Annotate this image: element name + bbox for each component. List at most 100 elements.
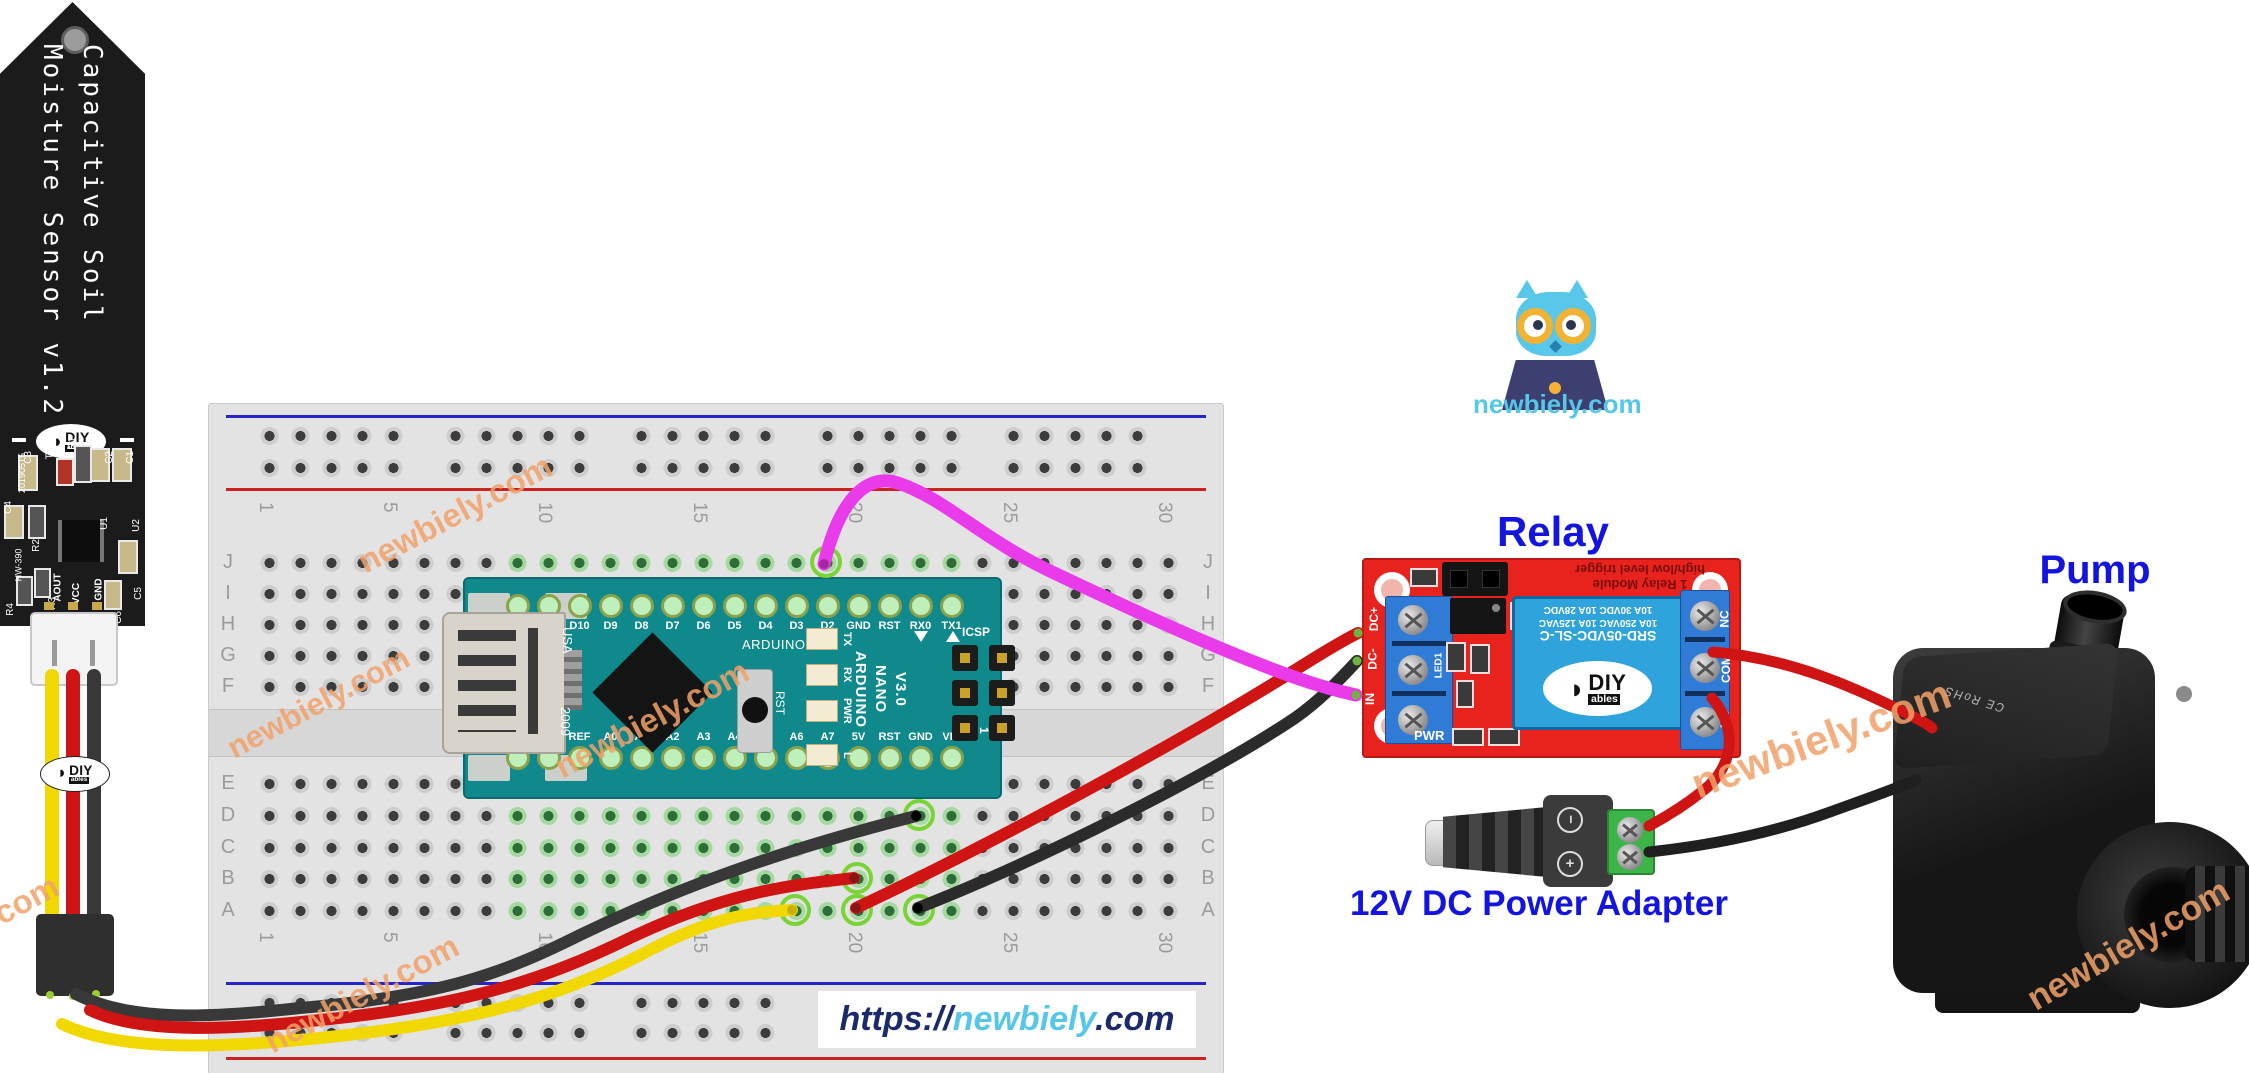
row-label: F <box>221 675 235 697</box>
row-label: H <box>220 613 236 635</box>
nano-pin: D8 <box>626 594 657 632</box>
diyables-glyph-icon: ◗ <box>52 430 64 451</box>
mount-pad <box>468 755 510 781</box>
row-label: G <box>220 644 236 666</box>
pin-hole <box>753 594 778 618</box>
component-label: C2 <box>103 451 115 464</box>
website-banner: https://newbiely.com <box>818 991 1196 1048</box>
pin-hole <box>691 594 716 618</box>
ables-label: ables <box>69 776 89 785</box>
led-body <box>806 744 838 766</box>
row-label: B <box>1201 867 1215 890</box>
usb-bar <box>528 628 538 734</box>
dc-power-adapter: − + <box>1425 795 1655 890</box>
mount-hole <box>1374 572 1410 608</box>
component-label: T4 <box>44 447 56 460</box>
row-label: D <box>220 803 236 826</box>
nano-pin: A3 <box>688 731 719 770</box>
pin-label: D6 <box>696 620 711 632</box>
owl-ear-icon <box>1516 280 1538 298</box>
pin-pad <box>68 602 78 610</box>
top-rail-blue-line <box>226 415 1206 418</box>
column-number: 25 <box>999 502 1020 524</box>
pin-hole <box>598 746 623 770</box>
column-number: 20 <box>844 502 865 524</box>
mini-usb-connector <box>442 612 582 754</box>
led: PWR <box>806 693 853 729</box>
resistor <box>34 568 51 598</box>
connected-holes-row-c <box>502 837 967 859</box>
pin-hole <box>784 746 809 770</box>
logo-text: newbiely.com <box>1473 389 1642 419</box>
top-rail-red-line <box>226 488 1206 491</box>
pin-label: A0 <box>603 731 618 743</box>
icsp-pin <box>989 680 1015 706</box>
laptop-icon <box>1502 360 1608 410</box>
pin-label: D4 <box>758 620 773 632</box>
optocoupler <box>1450 598 1506 634</box>
relay-header-line2: high/low level trigger <box>1574 562 1706 577</box>
left-terminal-block <box>1385 596 1453 744</box>
component-label: R2 <box>30 539 42 552</box>
soil-moisture-sensor: Capacitive Soil Moisture Sensor v1.2 ◗ D… <box>0 0 160 1073</box>
date-code-label: 20190515 <box>17 452 28 494</box>
row-label: F <box>1201 675 1215 697</box>
com-label: COM <box>1719 655 1733 683</box>
pin-hole <box>722 594 747 618</box>
adapter-body: − + <box>1543 795 1613 887</box>
pump-screw <box>2176 686 2192 702</box>
terminal-screw-nc <box>1690 601 1720 631</box>
pin-pad <box>92 602 102 610</box>
row-label: E <box>221 772 235 794</box>
owl-pupil-icon <box>1533 320 1543 330</box>
pin-label: A6 <box>789 731 804 743</box>
component-label: U1 <box>98 517 110 530</box>
led-body <box>806 664 838 686</box>
resistor <box>1452 728 1484 746</box>
plus-symbol: + <box>1557 851 1583 877</box>
nano-pin: D7 <box>657 594 688 632</box>
resistor <box>74 445 92 483</box>
model-label: HW-390 <box>13 548 24 582</box>
top-rail-holes-row2 <box>254 457 1184 479</box>
diyables-glyph-icon: ◗ <box>1568 672 1586 704</box>
nano-pin: D6 <box>688 594 719 632</box>
nano-pin: A0 <box>595 731 626 770</box>
pin-hole <box>722 746 747 770</box>
led-label: L <box>841 751 853 759</box>
column-number: 30 <box>1154 502 1175 524</box>
icsp-pin <box>952 715 978 741</box>
reset-label: RST <box>773 691 787 715</box>
banner-tld: .com <box>1095 1000 1175 1038</box>
newbiely-logo <box>1500 280 1610 425</box>
capacitor <box>118 540 138 574</box>
nano-pin: D3 <box>781 594 812 632</box>
resistor <box>16 576 33 606</box>
capacitor <box>18 455 38 491</box>
connected-holes-row-a <box>502 900 967 922</box>
minus-symbol: − <box>1561 815 1579 824</box>
column-number: 25 <box>999 932 1020 954</box>
terminal-separator <box>1392 691 1446 696</box>
nano-pin: D4 <box>750 594 781 632</box>
capacitor <box>104 580 122 610</box>
tx-arrow-icon <box>946 631 960 642</box>
hole-highlight-gnd-a <box>903 894 935 926</box>
rx-arrow-icon <box>914 631 928 642</box>
relay-model: SRD-05VDC-SL-C <box>1539 628 1657 644</box>
pin-label: D8 <box>634 620 649 632</box>
top-rail-holes-row1 <box>254 425 1184 447</box>
jst-slot <box>90 640 95 666</box>
row-label: E <box>1201 772 1215 794</box>
nano-name-1: ARDUINO <box>852 650 869 728</box>
icsp-label: ICSP <box>962 625 991 639</box>
pin-label: D5 <box>727 620 742 632</box>
nano-name-3: V3.0 <box>892 671 909 707</box>
hole-highlight-a6 <box>779 894 811 926</box>
terminal-separator <box>1685 637 1725 642</box>
terminal-screw-in <box>1398 705 1428 735</box>
pin-hole <box>567 746 592 770</box>
